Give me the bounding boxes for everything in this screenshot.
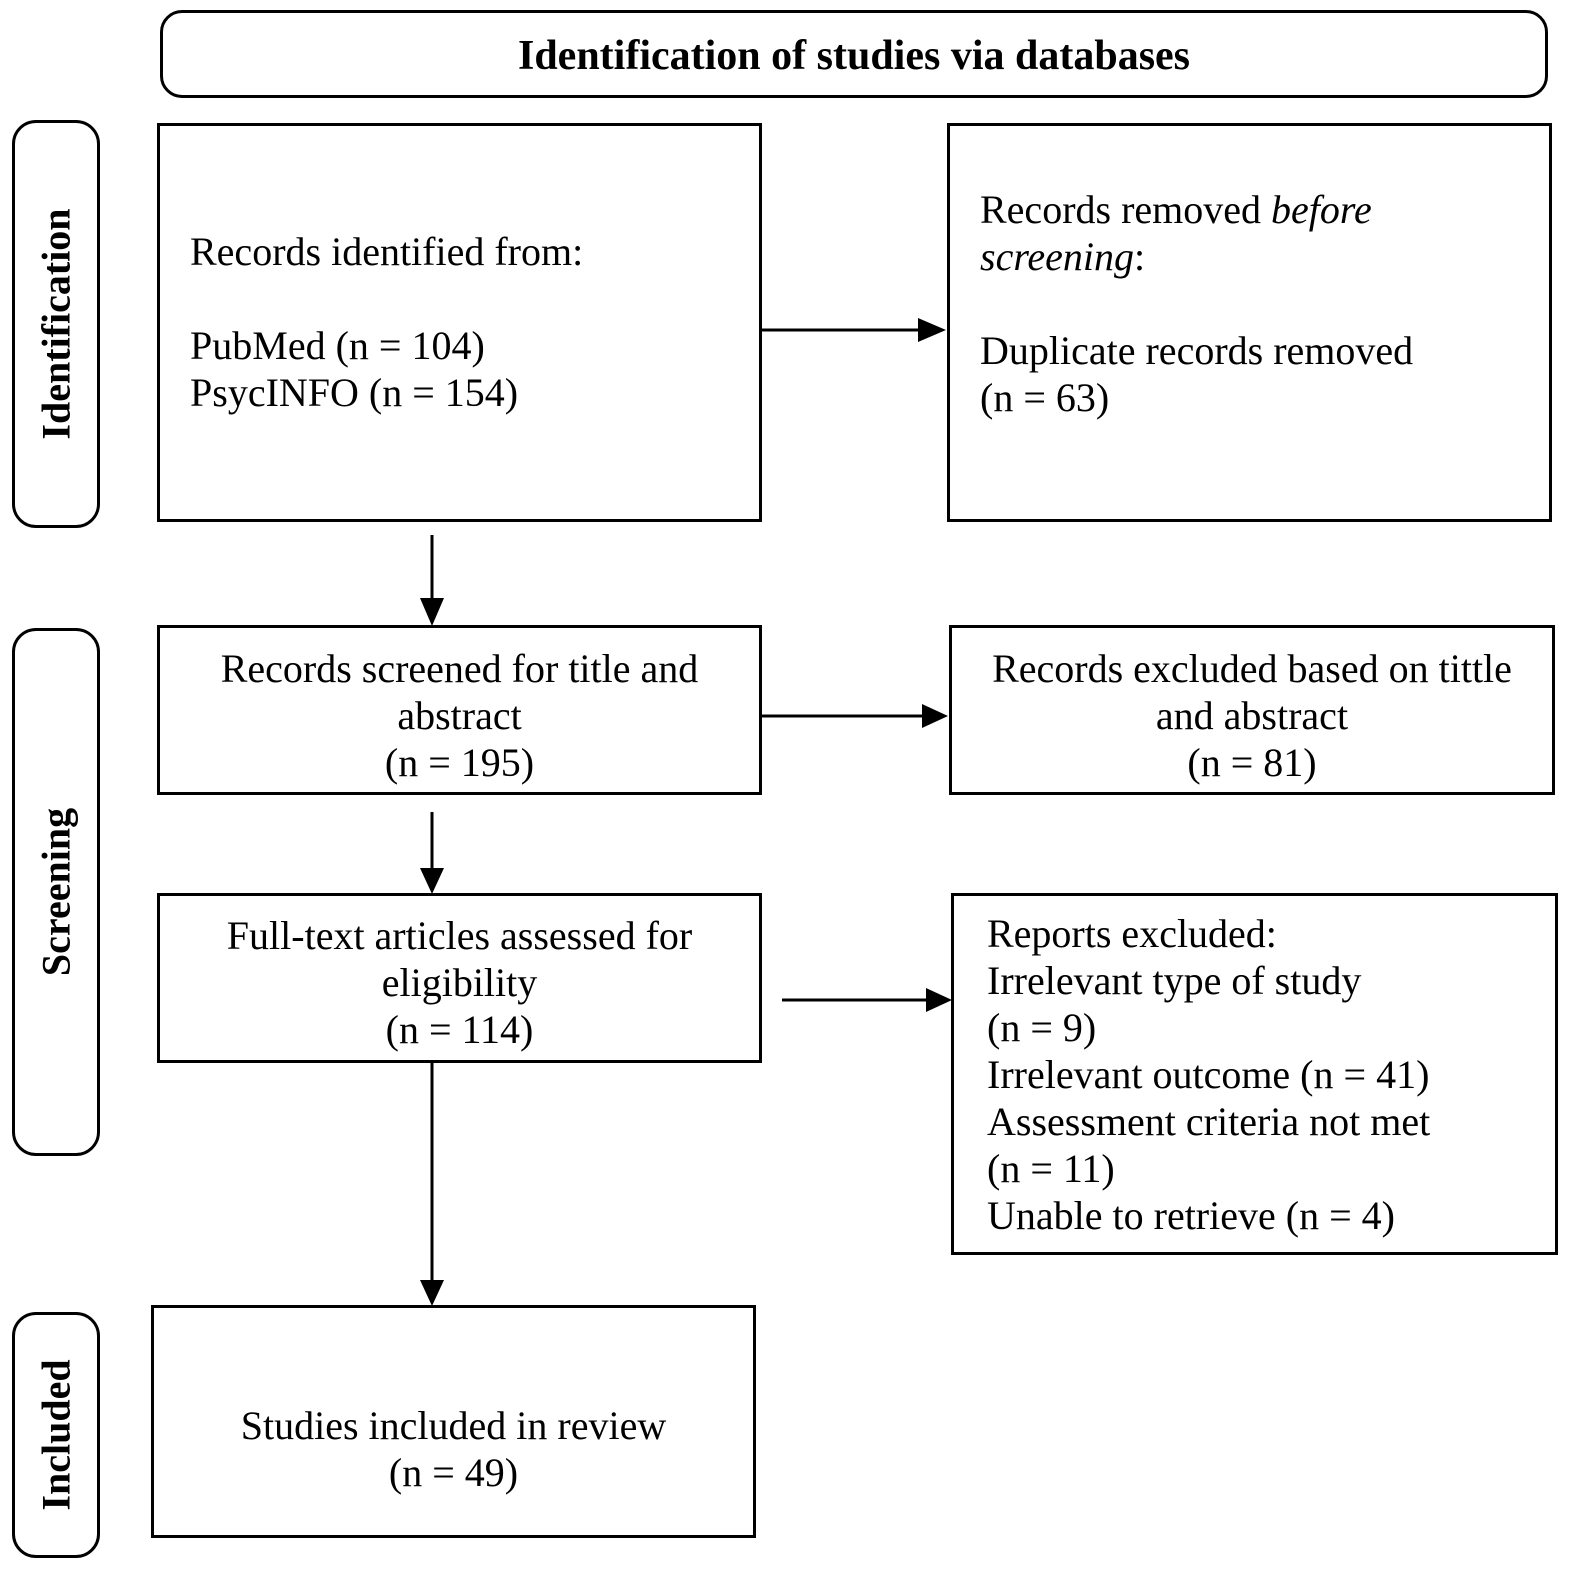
records-screened-box: Records screened for title and abstract … <box>157 625 762 795</box>
fulltext-line2: eligibility <box>381 960 538 1005</box>
duplicates-removed-count: (n = 63) <box>980 375 1110 420</box>
duplicates-removed-label: Duplicate records removed <box>980 328 1414 373</box>
records-removed-before: before <box>1271 187 1372 232</box>
records-excluded-box: Records excluded based on tittle and abs… <box>949 625 1555 795</box>
arrow-fulltext-to-reports-head <box>926 988 952 1012</box>
phase-screening: Screening <box>12 628 100 1156</box>
arrow-identified-to-removed-head <box>918 318 946 342</box>
records-removed-screening: screening <box>980 234 1135 279</box>
studies-included-box: Studies included in review (n = 49) <box>151 1305 756 1538</box>
reports-excluded-reason: Irrelevant outcome (n = 41) <box>987 1052 1430 1097</box>
arrow-screened-to-fulltext-head <box>420 868 444 894</box>
phase-included: Included <box>12 1312 100 1558</box>
records-removed-line1: Records removed before <box>980 186 1549 233</box>
arrow-identified-to-screened-head <box>420 598 444 626</box>
studies-included-label: Studies included in review <box>240 1403 667 1448</box>
reports-excluded-reason: Unable to retrieve (n = 4) <box>987 1193 1395 1238</box>
studies-included-count: (n = 49) <box>388 1450 519 1495</box>
source-psycinfo: PsycINFO (n = 154) <box>190 370 519 415</box>
records-excluded-count: (n = 81) <box>1187 740 1317 785</box>
arrow-fulltext-to-included-head <box>420 1280 444 1306</box>
records-removed-line2: screening: <box>980 233 1549 280</box>
reports-excluded-box: Reports excluded: Irrelevant type of stu… <box>951 893 1558 1255</box>
arrow-screened-to-excluded-head <box>922 704 948 728</box>
fulltext-count: (n = 114) <box>385 1007 534 1052</box>
records-removed-colon: : <box>1134 234 1146 279</box>
reports-excluded-reason: (n = 9) <box>987 1005 1097 1050</box>
reports-excluded-reason: (n = 11) <box>987 1146 1115 1191</box>
records-screened-line2: abstract <box>397 693 522 738</box>
fulltext-line1: Full-text articles assessed for <box>226 913 693 958</box>
reports-excluded-reason: Assessment criteria not met <box>987 1099 1431 1144</box>
records-removed-box: Records removed before screening: Duplic… <box>947 123 1552 522</box>
records-identified-heading: Records identified from: <box>190 229 584 274</box>
records-identified-box: Records identified from: PubMed (n = 104… <box>157 123 762 522</box>
records-excluded-line2: and abstract <box>1155 693 1349 738</box>
records-screened-line1: Records screened for title and <box>220 646 699 691</box>
reports-excluded-reason: Irrelevant type of study <box>987 958 1362 1003</box>
records-excluded-line1: Records excluded based on tittle <box>992 646 1512 691</box>
source-pubmed: PubMed (n = 104) <box>190 323 485 368</box>
fulltext-assessed-box: Full-text articles assessed for eligibil… <box>157 893 762 1063</box>
reports-excluded-heading: Reports excluded: <box>987 911 1277 956</box>
phase-identification: Identification <box>12 120 100 528</box>
records-removed-prefix: Records removed <box>980 187 1272 232</box>
records-screened-count: (n = 195) <box>384 740 535 785</box>
header-title: Identification of studies via databases <box>517 33 1191 79</box>
header-banner: Identification of studies via databases <box>160 10 1548 98</box>
